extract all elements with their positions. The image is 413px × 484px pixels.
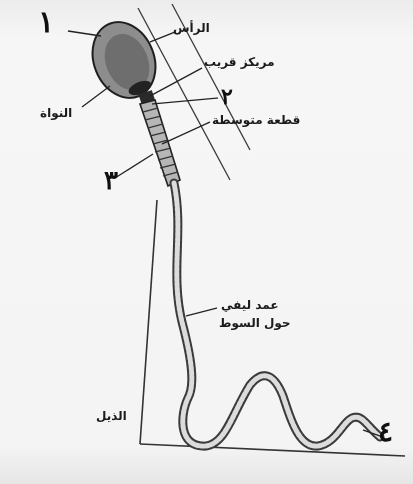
leader-nucleus bbox=[82, 86, 110, 107]
leader-middle-piece bbox=[162, 122, 210, 144]
leader-marker-2 bbox=[152, 98, 218, 104]
leader-axial-filament bbox=[186, 308, 217, 316]
marker-4: ٤ bbox=[378, 418, 393, 446]
label-head: الرأس bbox=[173, 22, 210, 34]
leader-proximal-centriole bbox=[150, 68, 202, 96]
tail bbox=[174, 183, 380, 446]
label-axial-filament-2: حول السوط bbox=[219, 317, 291, 329]
tail-base-line bbox=[140, 444, 405, 456]
tail-vertical-line bbox=[140, 200, 157, 444]
label-nucleus: النواة bbox=[40, 107, 72, 119]
leader-marker-1 bbox=[68, 31, 101, 36]
label-axial-filament-1: عمد ليفي bbox=[221, 299, 279, 311]
marker-2: ٢ bbox=[221, 86, 233, 108]
label-middle-piece: قطعة متوسطة bbox=[212, 114, 300, 126]
marker-1: ١ bbox=[38, 8, 54, 38]
tail-axial-filament bbox=[174, 183, 380, 446]
marker-3: ٣ bbox=[104, 168, 118, 194]
leader-marker-3 bbox=[115, 154, 153, 178]
label-tail: الذيل bbox=[96, 410, 127, 422]
label-proximal-centriole: مريكز قريب bbox=[204, 56, 275, 68]
